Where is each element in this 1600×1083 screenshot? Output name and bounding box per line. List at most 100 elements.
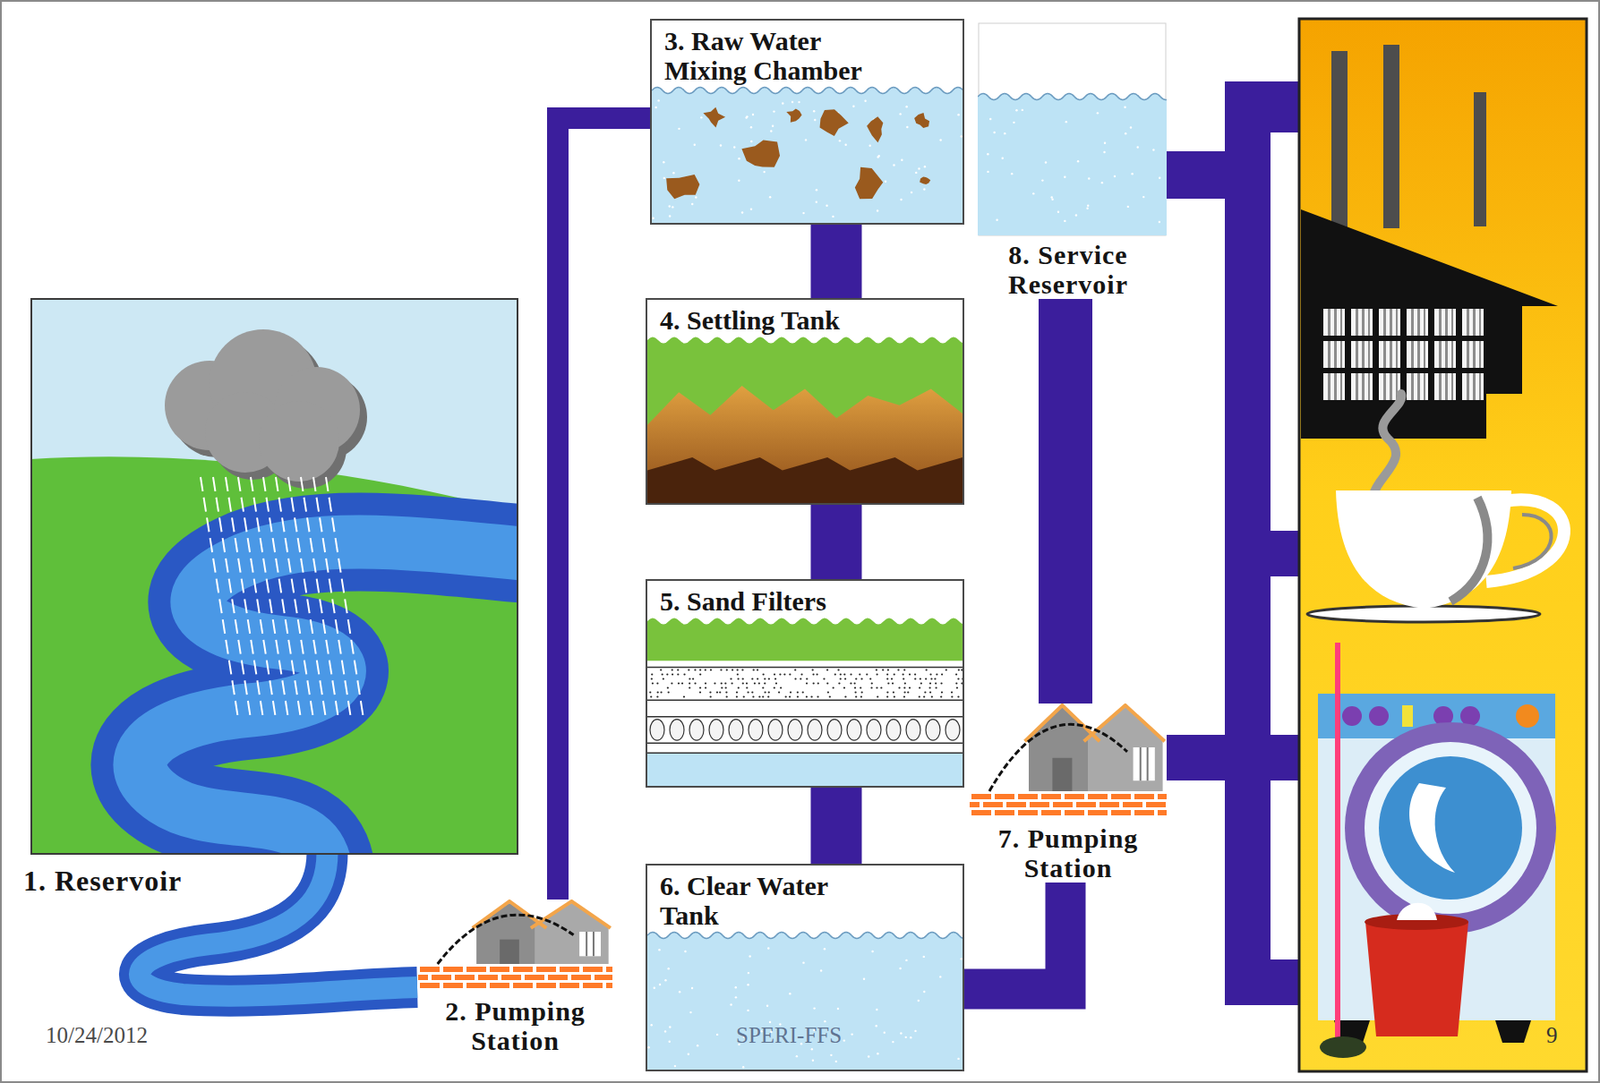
sand-grain xyxy=(724,682,727,685)
water-speckle xyxy=(986,153,989,155)
sand-grain xyxy=(924,677,927,680)
sand-grain xyxy=(903,695,906,698)
factory xyxy=(1383,44,1400,229)
water-speckle xyxy=(746,983,749,986)
sand-grain xyxy=(656,695,659,698)
water-speckle xyxy=(900,159,903,162)
brick xyxy=(1052,802,1073,808)
water-speckle xyxy=(923,188,925,190)
water-speckle xyxy=(844,144,847,146)
sand-grain xyxy=(649,691,651,694)
sand-grain xyxy=(876,695,879,698)
sand-grain xyxy=(903,668,906,671)
water-speckle xyxy=(838,139,841,142)
water xyxy=(651,87,963,224)
brick xyxy=(983,802,1003,808)
water-speckle xyxy=(744,116,747,119)
water-speckle xyxy=(1103,141,1106,144)
sand-grain xyxy=(929,673,932,676)
green-water xyxy=(647,618,963,662)
water-speckle xyxy=(716,1034,719,1036)
sand-grain xyxy=(919,677,922,680)
sediment xyxy=(647,385,963,504)
water-speckle xyxy=(905,959,907,962)
sand-grain xyxy=(961,677,963,680)
sand-grain xyxy=(822,677,825,680)
sand-grain xyxy=(785,695,788,698)
brick xyxy=(419,966,440,973)
rain-cloud xyxy=(164,329,368,489)
sand-grain xyxy=(796,695,799,698)
water-speckle xyxy=(812,1007,815,1010)
washing-machine xyxy=(1402,705,1413,728)
pump-window xyxy=(1133,747,1156,781)
river xyxy=(139,541,519,856)
sand-grain xyxy=(914,677,916,680)
node-label: 3. Raw Water Mixing Chamber xyxy=(651,20,892,89)
sand-grain xyxy=(875,686,878,689)
water-speckle xyxy=(1142,196,1145,198)
brick xyxy=(971,794,992,800)
sand-grain xyxy=(736,677,739,680)
sand-grain xyxy=(677,682,680,685)
water-speckle xyxy=(668,1026,671,1028)
water-speckle xyxy=(899,1032,902,1035)
water-speckle xyxy=(1086,205,1089,207)
water-speckle xyxy=(905,105,907,108)
sand-grain xyxy=(957,677,959,680)
water-speckle xyxy=(1158,221,1161,223)
water-speckle xyxy=(781,102,784,104)
sand-grain xyxy=(886,691,889,694)
water-speckle xyxy=(1063,176,1066,179)
water-speckle xyxy=(1075,213,1078,216)
water-speckle xyxy=(1015,109,1018,112)
supply-pipes xyxy=(1270,735,1300,781)
sand-grain xyxy=(855,677,857,680)
sand-grain xyxy=(763,682,766,685)
water-speckle xyxy=(663,177,666,180)
water-speckle xyxy=(924,165,926,168)
brick xyxy=(606,983,613,989)
sand-grain xyxy=(699,686,702,689)
sand-grain xyxy=(945,668,948,671)
water-speckle xyxy=(1096,111,1099,114)
sand-grain xyxy=(887,682,890,685)
water-speckle xyxy=(664,1030,667,1033)
sand-grain xyxy=(886,673,889,676)
tank-ground xyxy=(647,581,963,787)
water-speckle xyxy=(657,99,659,102)
sand-grain xyxy=(924,691,926,694)
sand-grain xyxy=(778,691,780,694)
sand-grain xyxy=(688,682,691,685)
bucket xyxy=(1396,903,1438,921)
sand-grain xyxy=(838,682,840,685)
water-speckle xyxy=(875,1009,878,1011)
water-speckle xyxy=(735,996,737,999)
sand-grain xyxy=(887,668,890,671)
water-speckle xyxy=(825,205,828,207)
sand-grain xyxy=(650,695,652,698)
pump-arc xyxy=(437,915,574,965)
water-speckle xyxy=(892,163,895,166)
water-speckle xyxy=(742,1066,745,1069)
brick xyxy=(1041,810,1061,816)
sand-grain xyxy=(751,677,753,680)
bucket xyxy=(1365,922,1469,1037)
brick xyxy=(419,983,440,989)
sand-grain xyxy=(902,677,905,680)
water-speckle xyxy=(1158,176,1161,179)
sand-grain xyxy=(955,682,958,685)
water-speckle xyxy=(923,991,925,993)
water-speckle xyxy=(899,198,902,201)
sand-grain xyxy=(692,677,694,680)
sand-grain xyxy=(687,668,690,671)
sand-grain xyxy=(745,686,748,689)
water-speckle xyxy=(1101,181,1104,184)
brick xyxy=(1099,802,1120,808)
water-speckle xyxy=(871,950,873,953)
gravel-stone xyxy=(748,719,763,741)
brick xyxy=(1076,802,1096,808)
pump-door xyxy=(1052,758,1072,792)
sand-grain xyxy=(763,677,766,680)
sand-grain xyxy=(902,673,905,676)
